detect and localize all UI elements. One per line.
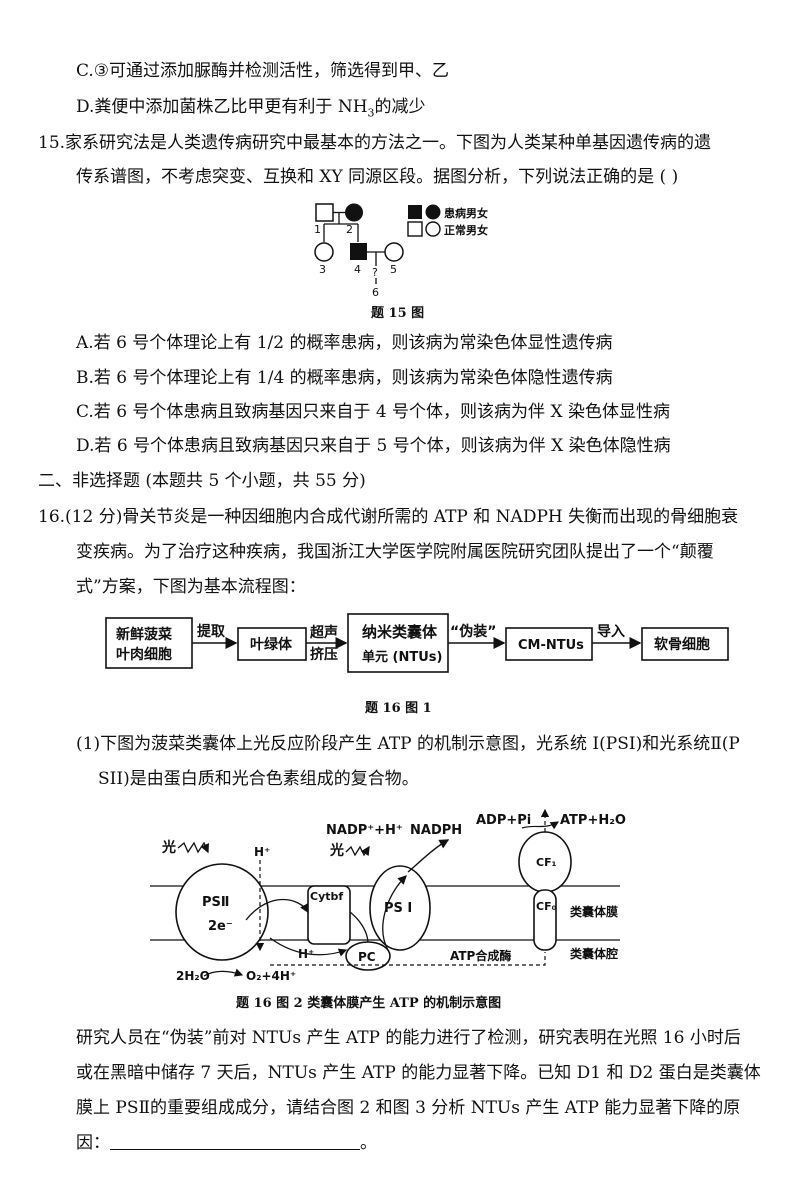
q16-body-line4: 因：。 bbox=[76, 1133, 377, 1153]
svg-text:新鲜菠菜: 新鲜菠菜 bbox=[116, 626, 173, 643]
q15-figure-caption: 题 15 图 bbox=[371, 306, 425, 321]
pc-label: PC bbox=[358, 950, 376, 964]
q15-option-c: C.若 6 号个体患病且致病基因只来自于 4 号个体，则该病为伴 X 染色体显性… bbox=[76, 402, 670, 422]
q16-stem-line2: 变疾病。为了治疗这种疾病，我国浙江大学医学院附属医院研究团队提出了一个“颠覆 bbox=[76, 542, 714, 562]
q15-option-a: A.若 6 号个体理论上有 1/2 的概率患病，则该病为常染色体显性遗传病 bbox=[76, 333, 613, 353]
atp-label: ATP+H₂O bbox=[560, 813, 626, 828]
pedigree-label-1: 1 bbox=[314, 223, 321, 236]
q15-stem-line2: 传系谱图，不考虑突变、互换和 XY 同源区段。据图分析，下列说法正确的是 ( ) bbox=[76, 167, 679, 187]
svg-text:CM-NTUs: CM-NTUs bbox=[518, 638, 584, 653]
q16-sub1-line2: SII)是由蛋白质和光合色素组成的复合物。 bbox=[98, 769, 419, 789]
q16-body-line2: 或在黑暗中储存 7 天后，NTUs 产生 ATP 的能力显著下降。已知 D1 和… bbox=[76, 1063, 761, 1083]
psi-complex bbox=[369, 865, 431, 951]
flow-arrow4-label: 导入 bbox=[597, 624, 625, 640]
oxygen-label: O₂+4H⁺ bbox=[246, 969, 296, 983]
psi-label: PS Ⅰ bbox=[384, 901, 412, 916]
nadp-label: NADP⁺+H⁺ bbox=[326, 823, 403, 838]
answer-blank[interactable] bbox=[110, 1133, 360, 1150]
q14-option-d: D.粪便中添加菌株乙比甲更有利于 NH3的减少 bbox=[76, 97, 426, 120]
cytbf-label: Cytbf bbox=[310, 890, 343, 903]
hplus-mid-label: H⁺ bbox=[298, 947, 314, 961]
flow-arrow1-label: 提取 bbox=[197, 624, 226, 640]
legend-normal-male-icon bbox=[407, 221, 423, 237]
psii-complex bbox=[175, 863, 269, 961]
svg-text:叶肉细胞: 叶肉细胞 bbox=[116, 646, 172, 663]
pedigree-label-4: 4 bbox=[354, 263, 361, 276]
pc-protein bbox=[345, 941, 391, 971]
light-zigzag-2 bbox=[345, 845, 370, 857]
legend-normal-female-icon bbox=[425, 221, 441, 237]
pedigree-unknown-mark: ? bbox=[372, 266, 378, 279]
q15-stem-line1: 15.家系研究法是人类遗传病研究中最基本的方法之一。下图为人类某种单基因遗传病的… bbox=[38, 133, 712, 153]
pedigree-individual-4 bbox=[350, 243, 367, 260]
q16-body-line1: 研究人员在“伪装”前对 NTUs 产生 ATP 的能力进行了检测，研究表明在光照… bbox=[76, 1028, 741, 1048]
q16-body-line3: 膜上 PSⅡ的重要组成成分，请结合图 2 和图 3 分析 NTUs 产生 ATP… bbox=[76, 1098, 741, 1118]
electron-label: 2e⁻ bbox=[208, 919, 233, 934]
svg-text:纳米类囊体: 纳米类囊体 bbox=[362, 623, 438, 641]
q15-option-b: B.若 6 号个体理论上有 1/4 的概率患病，则该病为常染色体隐性遗传病 bbox=[76, 368, 613, 388]
svg-text:单元 (NTUs): 单元 (NTUs) bbox=[362, 649, 442, 665]
flow-arrow2-label2: 挤压 bbox=[310, 646, 338, 663]
svg-text:软骨细胞: 软骨细胞 bbox=[654, 636, 710, 653]
nadph-label: NADPH bbox=[410, 823, 462, 838]
pedigree-label-5: 5 bbox=[390, 263, 397, 276]
legend-affected-male-icon bbox=[408, 205, 422, 219]
legend-affected-label: 患病男女 bbox=[444, 206, 488, 220]
pedigree-label-3: 3 bbox=[319, 263, 326, 276]
q16-sub1-line1: (1)下图为菠菜类囊体上光反应阶段产生 ATP 的机制示意图，光系统 I(PSI… bbox=[76, 734, 740, 754]
water-label: 2H₂O bbox=[176, 969, 210, 983]
q16-stem-line3: 式”方案，下图为基本流程图： bbox=[76, 577, 306, 597]
q15-option-d: D.若 6 号个体患病且致病基因只来自于 5 号个体，则该病为伴 X 染色体隐性… bbox=[76, 436, 671, 456]
q14-option-c: C.③可通过添加脲酶并检测活性，筛选得到甲、乙 bbox=[76, 61, 450, 81]
pedigree-label-6: 6 bbox=[372, 286, 379, 299]
flow-box-cm-ntus bbox=[505, 627, 593, 661]
legend-affected-female-icon bbox=[425, 204, 441, 220]
cf0-subunit bbox=[533, 889, 557, 951]
q16-mechanism-diagram: 光 光 PSⅡ 2e⁻ H⁺ Cytbf H⁺ PC PS Ⅰ NADP⁺+H⁺… bbox=[150, 808, 626, 983]
lumen-label: 类囊体腔 bbox=[570, 946, 618, 961]
q16-figure1-caption: 题 16 图 1 bbox=[365, 701, 432, 716]
pedigree-individual-5 bbox=[384, 242, 404, 262]
section2-heading: 二、非选择题 (本题共 5 个小题，共 55 分) bbox=[38, 471, 366, 491]
pedigree-individual-2 bbox=[345, 203, 363, 222]
svg-text:叶绿体: 叶绿体 bbox=[250, 636, 293, 653]
cf1-label: CF₁ bbox=[536, 856, 557, 869]
adp-label: ADP+Pi bbox=[476, 813, 531, 828]
pedigree-individual-3 bbox=[314, 242, 334, 262]
light-label-2: 光 bbox=[329, 842, 344, 859]
pedigree-individual-1 bbox=[315, 203, 334, 222]
hplus-top-label: H⁺ bbox=[254, 845, 270, 859]
flow-arrow2-label1: 超声 bbox=[309, 624, 338, 641]
flow-box-chloroplast bbox=[237, 627, 307, 661]
legend-normal-label: 正常男女 bbox=[444, 223, 488, 237]
q15-pedigree-chart: 1 2 ? 3 4 5 6 患病男女 正常男女 bbox=[314, 203, 488, 299]
flow-box-cartilage bbox=[641, 627, 729, 661]
membrane-label: 类囊体膜 bbox=[570, 904, 618, 919]
cf0-label: CF₀ bbox=[536, 900, 557, 913]
pedigree-label-2: 2 bbox=[346, 223, 353, 236]
flow-arrow3-label: “伪装” bbox=[450, 623, 496, 640]
cytbf-complex bbox=[307, 885, 351, 945]
atp-synthase-label: ATP合成酶 bbox=[450, 948, 511, 963]
q16-stem-line1: 16.(12 分)骨关节炎是一种因细胞内合成代谢所需的 ATP 和 NADPH … bbox=[38, 507, 739, 527]
q16-flowchart: 新鲜菠菜 叶肉细胞 提取 叶绿体 超声 挤压 纳米类囊体 单元 (NTUs) “… bbox=[105, 613, 729, 673]
light-zigzag-1 bbox=[177, 841, 209, 854]
light-label-1: 光 bbox=[161, 839, 176, 856]
psii-label: PSⅡ bbox=[202, 895, 229, 910]
q16-figure2-caption: 题 16 图 2 类囊体膜产生 ATP 的机制示意图 bbox=[236, 996, 502, 1011]
